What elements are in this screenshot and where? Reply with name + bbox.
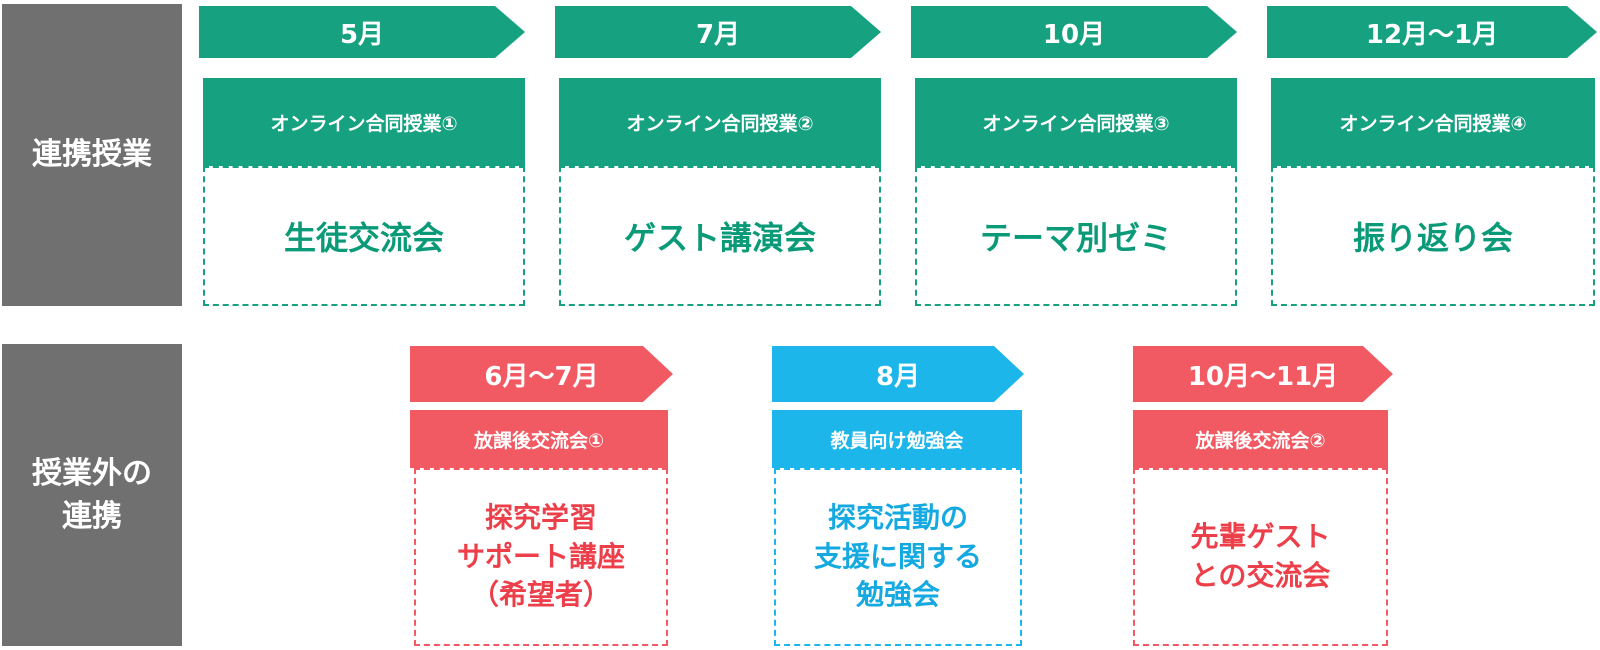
event-title: 生徒交流会 bbox=[203, 166, 525, 306]
event-title: 探究活動の 支援に関する 勉強会 bbox=[774, 468, 1022, 646]
month-arrow: 6月～7月 bbox=[410, 346, 673, 402]
month-arrow: 8月 bbox=[772, 346, 1024, 402]
timeline-card-may: 5月 オンライン合同授業① 生徒交流会 bbox=[197, 0, 527, 310]
event-title: 探究学習 サポート講座 （希望者） bbox=[414, 468, 668, 646]
event-title: 先輩ゲスト との交流会 bbox=[1133, 468, 1388, 646]
timeline-card-june-july: 6月～7月 放課後交流会① 探究学習 サポート講座 （希望者） bbox=[410, 0, 675, 650]
timeline-card-october-november: 10月～11月 放課後交流会② 先輩ゲスト との交流会 bbox=[1133, 0, 1398, 650]
month-arrow: 10月～11月 bbox=[1133, 346, 1393, 402]
timeline-card-october: 10月 オンライン合同授業③ テーマ別ゼミ bbox=[909, 0, 1239, 310]
event-header: 放課後交流会① bbox=[410, 410, 668, 468]
event-title: ゲスト講演会 bbox=[559, 166, 881, 306]
event-header: オンライン合同授業② bbox=[559, 78, 881, 166]
event-header: 教員向け勉強会 bbox=[772, 410, 1022, 468]
event-header: オンライン合同授業③ bbox=[915, 78, 1237, 166]
row-label-collab: 連携授業 bbox=[2, 4, 182, 306]
event-header: 放課後交流会② bbox=[1133, 410, 1388, 468]
event-header: オンライン合同授業① bbox=[203, 78, 525, 166]
month-arrow: 5月 bbox=[199, 6, 525, 58]
timeline-card-august: 8月 教員向け勉強会 探究活動の 支援に関する 勉強会 bbox=[772, 0, 1027, 650]
event-title: 振り返り会 bbox=[1271, 166, 1595, 306]
event-title: テーマ別ゼミ bbox=[915, 166, 1237, 306]
event-header: オンライン合同授業④ bbox=[1271, 78, 1595, 166]
month-arrow: 12月～1月 bbox=[1267, 6, 1597, 58]
timeline-card-july: 7月 オンライン合同授業② ゲスト講演会 bbox=[553, 0, 883, 310]
month-arrow: 10月 bbox=[911, 6, 1237, 58]
timeline-card-december-january: 12月～1月 オンライン合同授業④ 振り返り会 bbox=[1265, 0, 1600, 310]
row-label-outside: 授業外の 連携 bbox=[2, 344, 182, 646]
month-arrow: 7月 bbox=[555, 6, 881, 58]
